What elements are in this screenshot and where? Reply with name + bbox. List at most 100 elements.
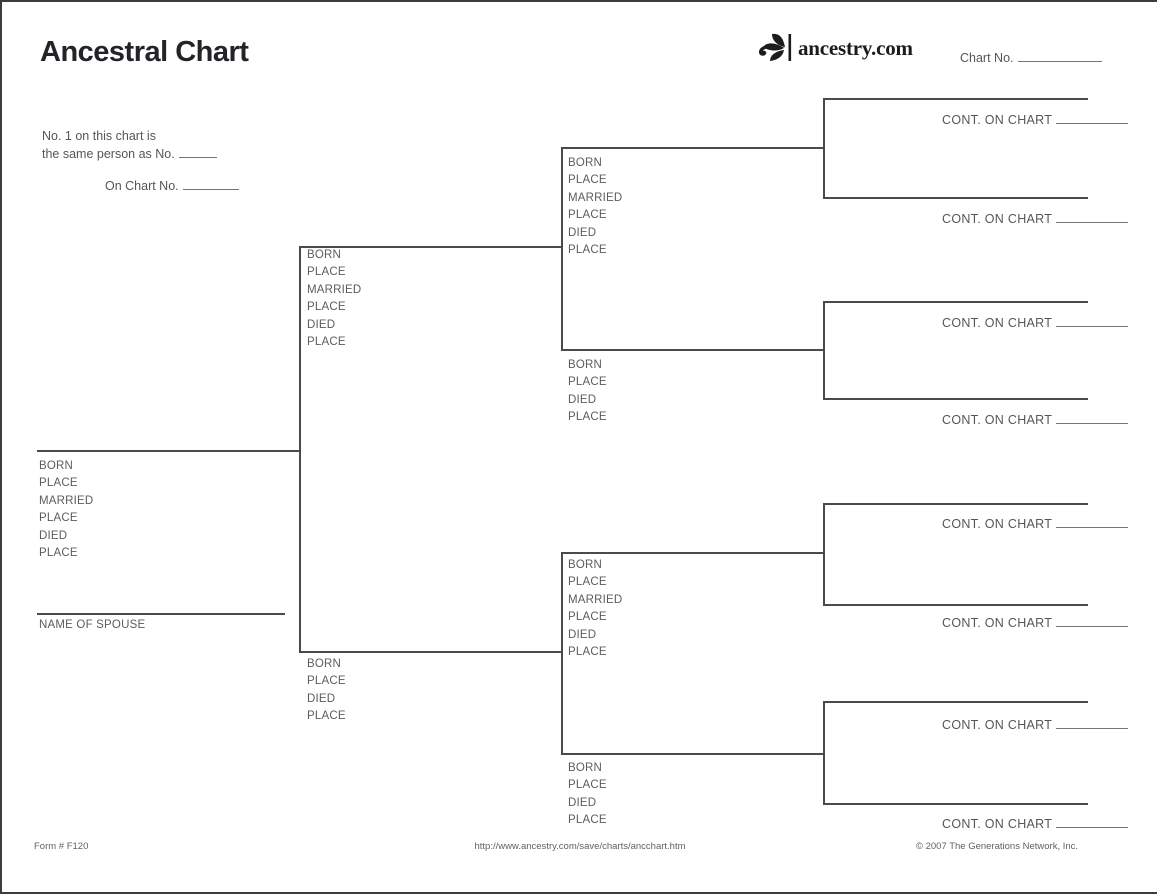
reference-line2: the same person as No. <box>42 147 175 162</box>
cont-label: CONT. ON CHART <box>942 212 1053 226</box>
cont-label: CONT. ON CHART <box>942 718 1053 732</box>
cont-label: CONT. ON CHART <box>942 517 1053 531</box>
cont-on-chart-2: CONT. ON CHART <box>942 210 1129 226</box>
ancestry-leaf-icon <box>759 33 792 61</box>
cont-on-chart-6: CONT. ON CHART <box>942 614 1129 630</box>
field-label: BORN <box>568 762 603 774</box>
field-label: DIED <box>568 226 597 239</box>
cont-label: CONT. ON CHART <box>942 316 1053 330</box>
cont-on-chart-blank-5[interactable] <box>1056 515 1129 528</box>
name-line-great-grandparent-8[interactable] <box>824 803 1088 805</box>
cont-on-chart-4: CONT. ON CHART <box>942 411 1129 427</box>
field-label: PLACE <box>568 611 607 624</box>
cont-on-chart-blank-6[interactable] <box>1056 614 1129 627</box>
field-label: DIED <box>568 796 597 809</box>
field-label: DIED <box>307 692 336 705</box>
name-line-father[interactable] <box>300 246 563 248</box>
connector-gen3-maternal <box>561 552 563 755</box>
name-line-mother[interactable] <box>300 651 563 653</box>
name-line-great-grandparent-2[interactable] <box>824 197 1088 199</box>
cont-on-chart-7: CONT. ON CHART <box>942 716 1129 732</box>
cont-on-chart-8: CONT. ON CHART <box>942 815 1129 831</box>
field-label: PLACE <box>307 301 346 314</box>
field-label: MARRIED <box>307 283 362 296</box>
name-line-great-grandparent-1[interactable] <box>824 98 1088 100</box>
field-label: PLACE <box>307 266 346 279</box>
maternal-grandmother-field-labels: BORN PLACE DIED PLACE <box>568 760 607 830</box>
field-label: PLACE <box>39 547 78 560</box>
paternal-grandmother-field-labels: BORN PLACE DIED PLACE <box>568 357 607 427</box>
field-label: PLACE <box>568 174 607 187</box>
field-label: MARRIED <box>39 494 94 507</box>
maternal-grandfather-field-labels: BORN PLACE MARRIED PLACE DIED PLACE <box>568 557 622 661</box>
name-line-paternal-grandmother[interactable] <box>562 349 825 351</box>
chart-no-blank[interactable] <box>1017 49 1102 62</box>
cont-on-chart-blank-8[interactable] <box>1056 815 1129 828</box>
connector-gen4-1 <box>823 98 825 199</box>
on-chart-no-blank[interactable] <box>182 177 239 190</box>
field-label: PLACE <box>307 336 346 349</box>
field-label: PLACE <box>568 576 607 589</box>
name-line-great-grandparent-6[interactable] <box>824 604 1088 606</box>
cont-on-chart-blank-2[interactable] <box>1056 210 1129 223</box>
connector-gen4-2 <box>823 301 825 400</box>
name-line-paternal-grandfather[interactable] <box>562 147 825 149</box>
cont-on-chart-1: CONT. ON CHART <box>942 111 1129 127</box>
cont-on-chart-5: CONT. ON CHART <box>942 515 1129 531</box>
mother-field-labels: BORN PLACE DIED PLACE <box>307 656 346 726</box>
field-label: BORN <box>568 359 603 371</box>
field-label: DIED <box>568 393 597 406</box>
field-label: DIED <box>307 318 336 331</box>
field-label: DIED <box>568 628 597 641</box>
name-line-maternal-grandmother[interactable] <box>562 753 825 755</box>
father-field-labels: BORN PLACE MARRIED PLACE DIED PLACE <box>307 247 361 351</box>
person-1-field-labels: BORN PLACE MARRIED PLACE DIED PLACE <box>39 458 93 562</box>
cont-on-chart-blank-4[interactable] <box>1056 411 1129 424</box>
paternal-grandfather-field-labels: BORN PLACE MARRIED PLACE DIED PLACE <box>568 155 622 259</box>
field-label: DIED <box>39 529 68 542</box>
connector-gen4-3 <box>823 503 825 606</box>
field-label: MARRIED <box>568 593 623 606</box>
cont-label: CONT. ON CHART <box>942 413 1053 427</box>
field-label: BORN <box>307 658 342 670</box>
name-line-spouse[interactable] <box>37 613 285 615</box>
field-label: PLACE <box>39 477 78 490</box>
same-person-no-blank[interactable] <box>178 145 217 159</box>
field-label: PLACE <box>568 646 607 659</box>
field-label: NAME OF SPOUSE <box>39 619 146 631</box>
field-label: MARRIED <box>568 191 623 204</box>
field-label: PLACE <box>568 244 607 257</box>
chart-no-label: Chart No. <box>960 51 1014 65</box>
field-label: PLACE <box>307 675 346 688</box>
name-line-great-grandparent-3[interactable] <box>824 301 1088 303</box>
reference-line1: No. 1 on this chart is <box>42 129 156 143</box>
connector-gen3-paternal <box>561 147 563 351</box>
cont-on-chart-3: CONT. ON CHART <box>942 314 1129 330</box>
name-line-great-grandparent-5[interactable] <box>824 503 1088 505</box>
on-chart-no-field: On Chart No. <box>105 177 239 193</box>
cont-label: CONT. ON CHART <box>942 616 1053 630</box>
cont-on-chart-blank-1[interactable] <box>1056 111 1129 124</box>
cont-label: CONT. ON CHART <box>942 817 1053 831</box>
field-label: PLACE <box>568 411 607 424</box>
reference-note: No. 1 on this chart is the same person a… <box>42 128 217 164</box>
field-label: BORN <box>568 157 603 169</box>
connector-gen4-4 <box>823 701 825 805</box>
spouse-label: NAME OF SPOUSE <box>39 617 145 634</box>
cont-label: CONT. ON CHART <box>942 113 1053 127</box>
footer-copyright: © 2007 The Generations Network, Inc. <box>915 841 1079 852</box>
field-label: PLACE <box>568 376 607 389</box>
cont-on-chart-blank-3[interactable] <box>1056 314 1129 327</box>
name-line-great-grandparent-7[interactable] <box>824 701 1088 703</box>
name-line-great-grandparent-4[interactable] <box>824 398 1088 400</box>
field-label: PLACE <box>568 779 607 792</box>
name-line-person-1[interactable] <box>37 450 301 452</box>
ancestry-logo: ancestry.com <box>755 32 913 64</box>
name-line-maternal-grandfather[interactable] <box>562 552 825 554</box>
cont-on-chart-blank-7[interactable] <box>1056 716 1129 729</box>
field-label: BORN <box>307 249 342 261</box>
field-label: PLACE <box>568 814 607 827</box>
page-title: Ancestral Chart <box>40 36 249 68</box>
ancestry-logo-text: ancestry.com <box>798 35 913 60</box>
